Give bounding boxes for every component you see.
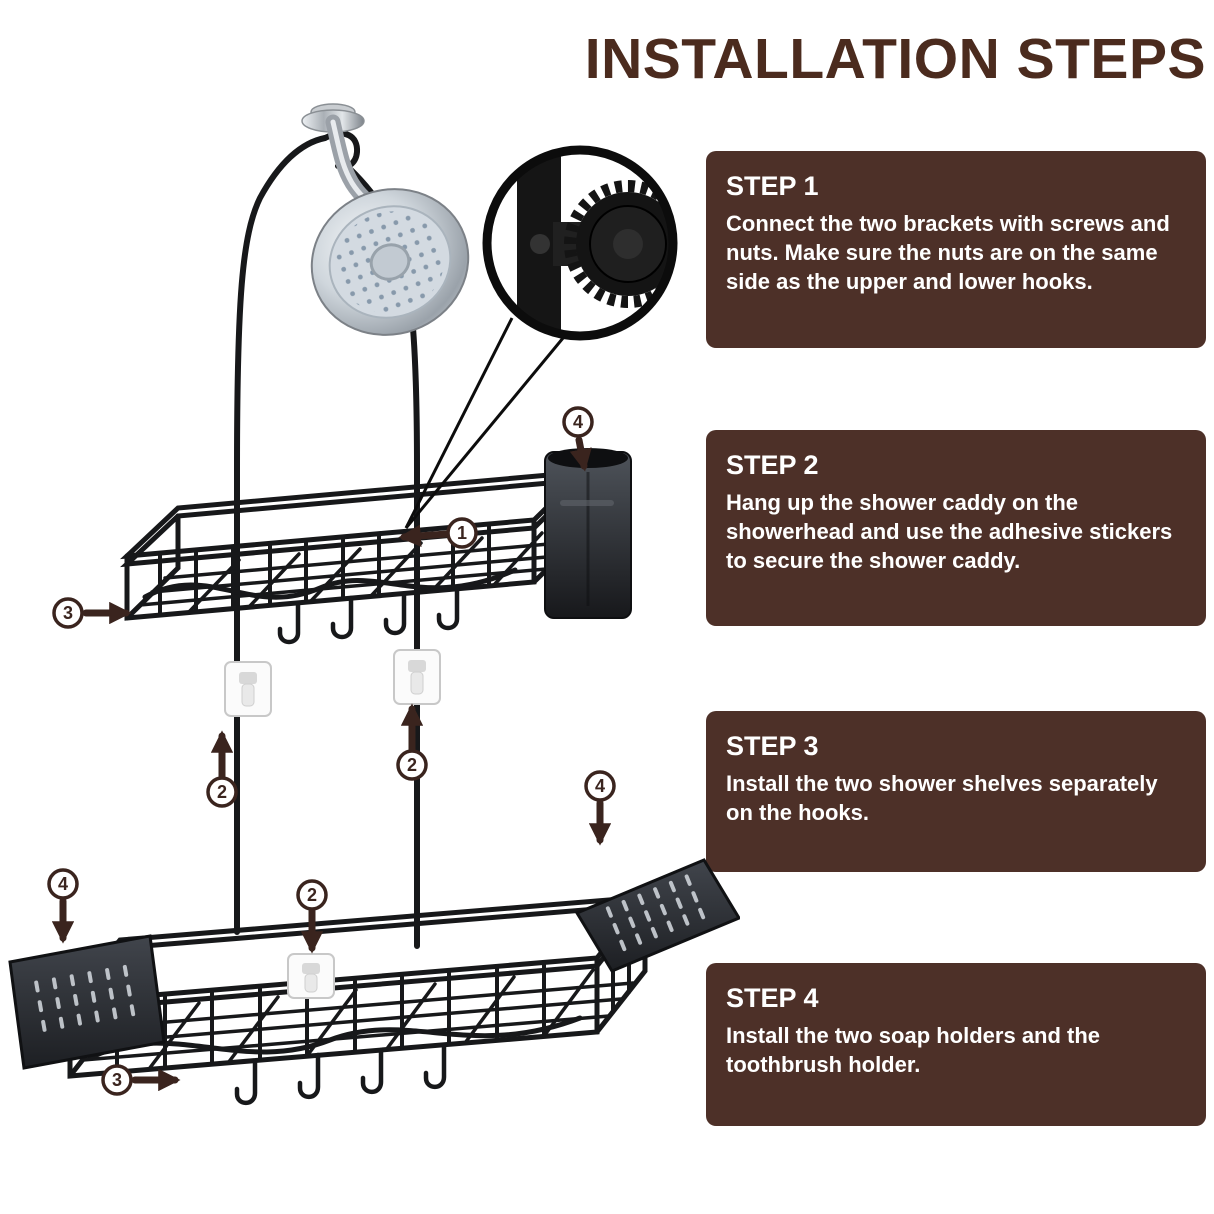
upper-shelf-wavy-wire <box>142 567 518 600</box>
page-title: INSTALLATION STEPS <box>584 27 1206 91</box>
callout-badge-1: 1 <box>446 517 478 549</box>
adhesive-sticker-upper-left <box>224 661 272 717</box>
showerhead-face <box>310 188 470 336</box>
svg-text:4: 4 <box>595 776 605 796</box>
step-3-panel: STEP 3 Install the two shower shelves se… <box>706 711 1206 872</box>
svg-text:3: 3 <box>112 1070 122 1090</box>
step-4-panel: STEP 4 Install the two soap holders and … <box>706 963 1206 1126</box>
callout-badge-4a: 4 <box>562 406 594 438</box>
bracket-zoom-content <box>517 150 673 336</box>
step-2-panel: STEP 2 Hang up the shower caddy on the s… <box>706 430 1206 626</box>
soap-holder-left <box>8 934 166 1070</box>
soap-holder-left-drain-holes <box>34 964 136 1032</box>
svg-text:2: 2 <box>307 885 317 905</box>
upper-shelf <box>120 468 590 645</box>
callout-badge-3a: 3 <box>52 597 84 629</box>
callout-badge-2a: 2 <box>206 776 238 808</box>
shower-caddy-illustration: 1 2 2 2 3 3 4 <box>8 103 740 1106</box>
svg-text:4: 4 <box>573 412 583 432</box>
callout-badge-2c: 2 <box>296 879 328 911</box>
bracket-zoom-inset <box>404 145 678 529</box>
bracket-zoom-circle-border <box>482 145 678 341</box>
lower-shelf-hooks <box>234 1042 447 1106</box>
adhesive-sticker-lower <box>287 953 335 999</box>
lower-shelf-base-wires <box>81 968 635 1071</box>
callout-badge-4c: 4 <box>47 868 79 900</box>
svg-text:4: 4 <box>58 874 68 894</box>
soap-holder-right-drain-holes <box>605 874 706 952</box>
callout-badge-4b: 4 <box>584 770 616 802</box>
step-4-label: STEP 4 <box>726 983 819 1013</box>
callout-badges: 1 2 2 2 3 3 4 <box>47 406 616 1096</box>
svg-text:3: 3 <box>63 603 73 623</box>
callout-badge-3b: 3 <box>101 1064 133 1096</box>
step-1-panel: STEP 1 Connect the two brackets with scr… <box>706 151 1206 348</box>
step-2-label: STEP 2 <box>726 450 819 480</box>
svg-text:2: 2 <box>217 782 227 802</box>
step-2-text: Hang up the shower caddy on the showerhe… <box>726 490 1173 574</box>
step-1-text: Connect the two brackets with screws and… <box>726 211 1170 295</box>
upper-shelf-hooks <box>277 586 460 645</box>
step-1-label: STEP 1 <box>726 171 819 201</box>
showerhead <box>301 103 470 336</box>
svg-text:1: 1 <box>457 523 467 543</box>
toothbrush-holder <box>544 448 632 619</box>
callout-badge-2b: 2 <box>396 749 428 781</box>
step-3-text: Install the two shower shelves separatel… <box>726 771 1158 826</box>
adhesive-sticker-upper-right <box>393 649 441 705</box>
soap-holder-right <box>574 858 740 973</box>
callout-arrows <box>51 436 612 1092</box>
svg-text:2: 2 <box>407 755 417 775</box>
step-4-text: Install the two soap holders and the too… <box>726 1023 1101 1078</box>
step-3-label: STEP 3 <box>726 731 819 761</box>
